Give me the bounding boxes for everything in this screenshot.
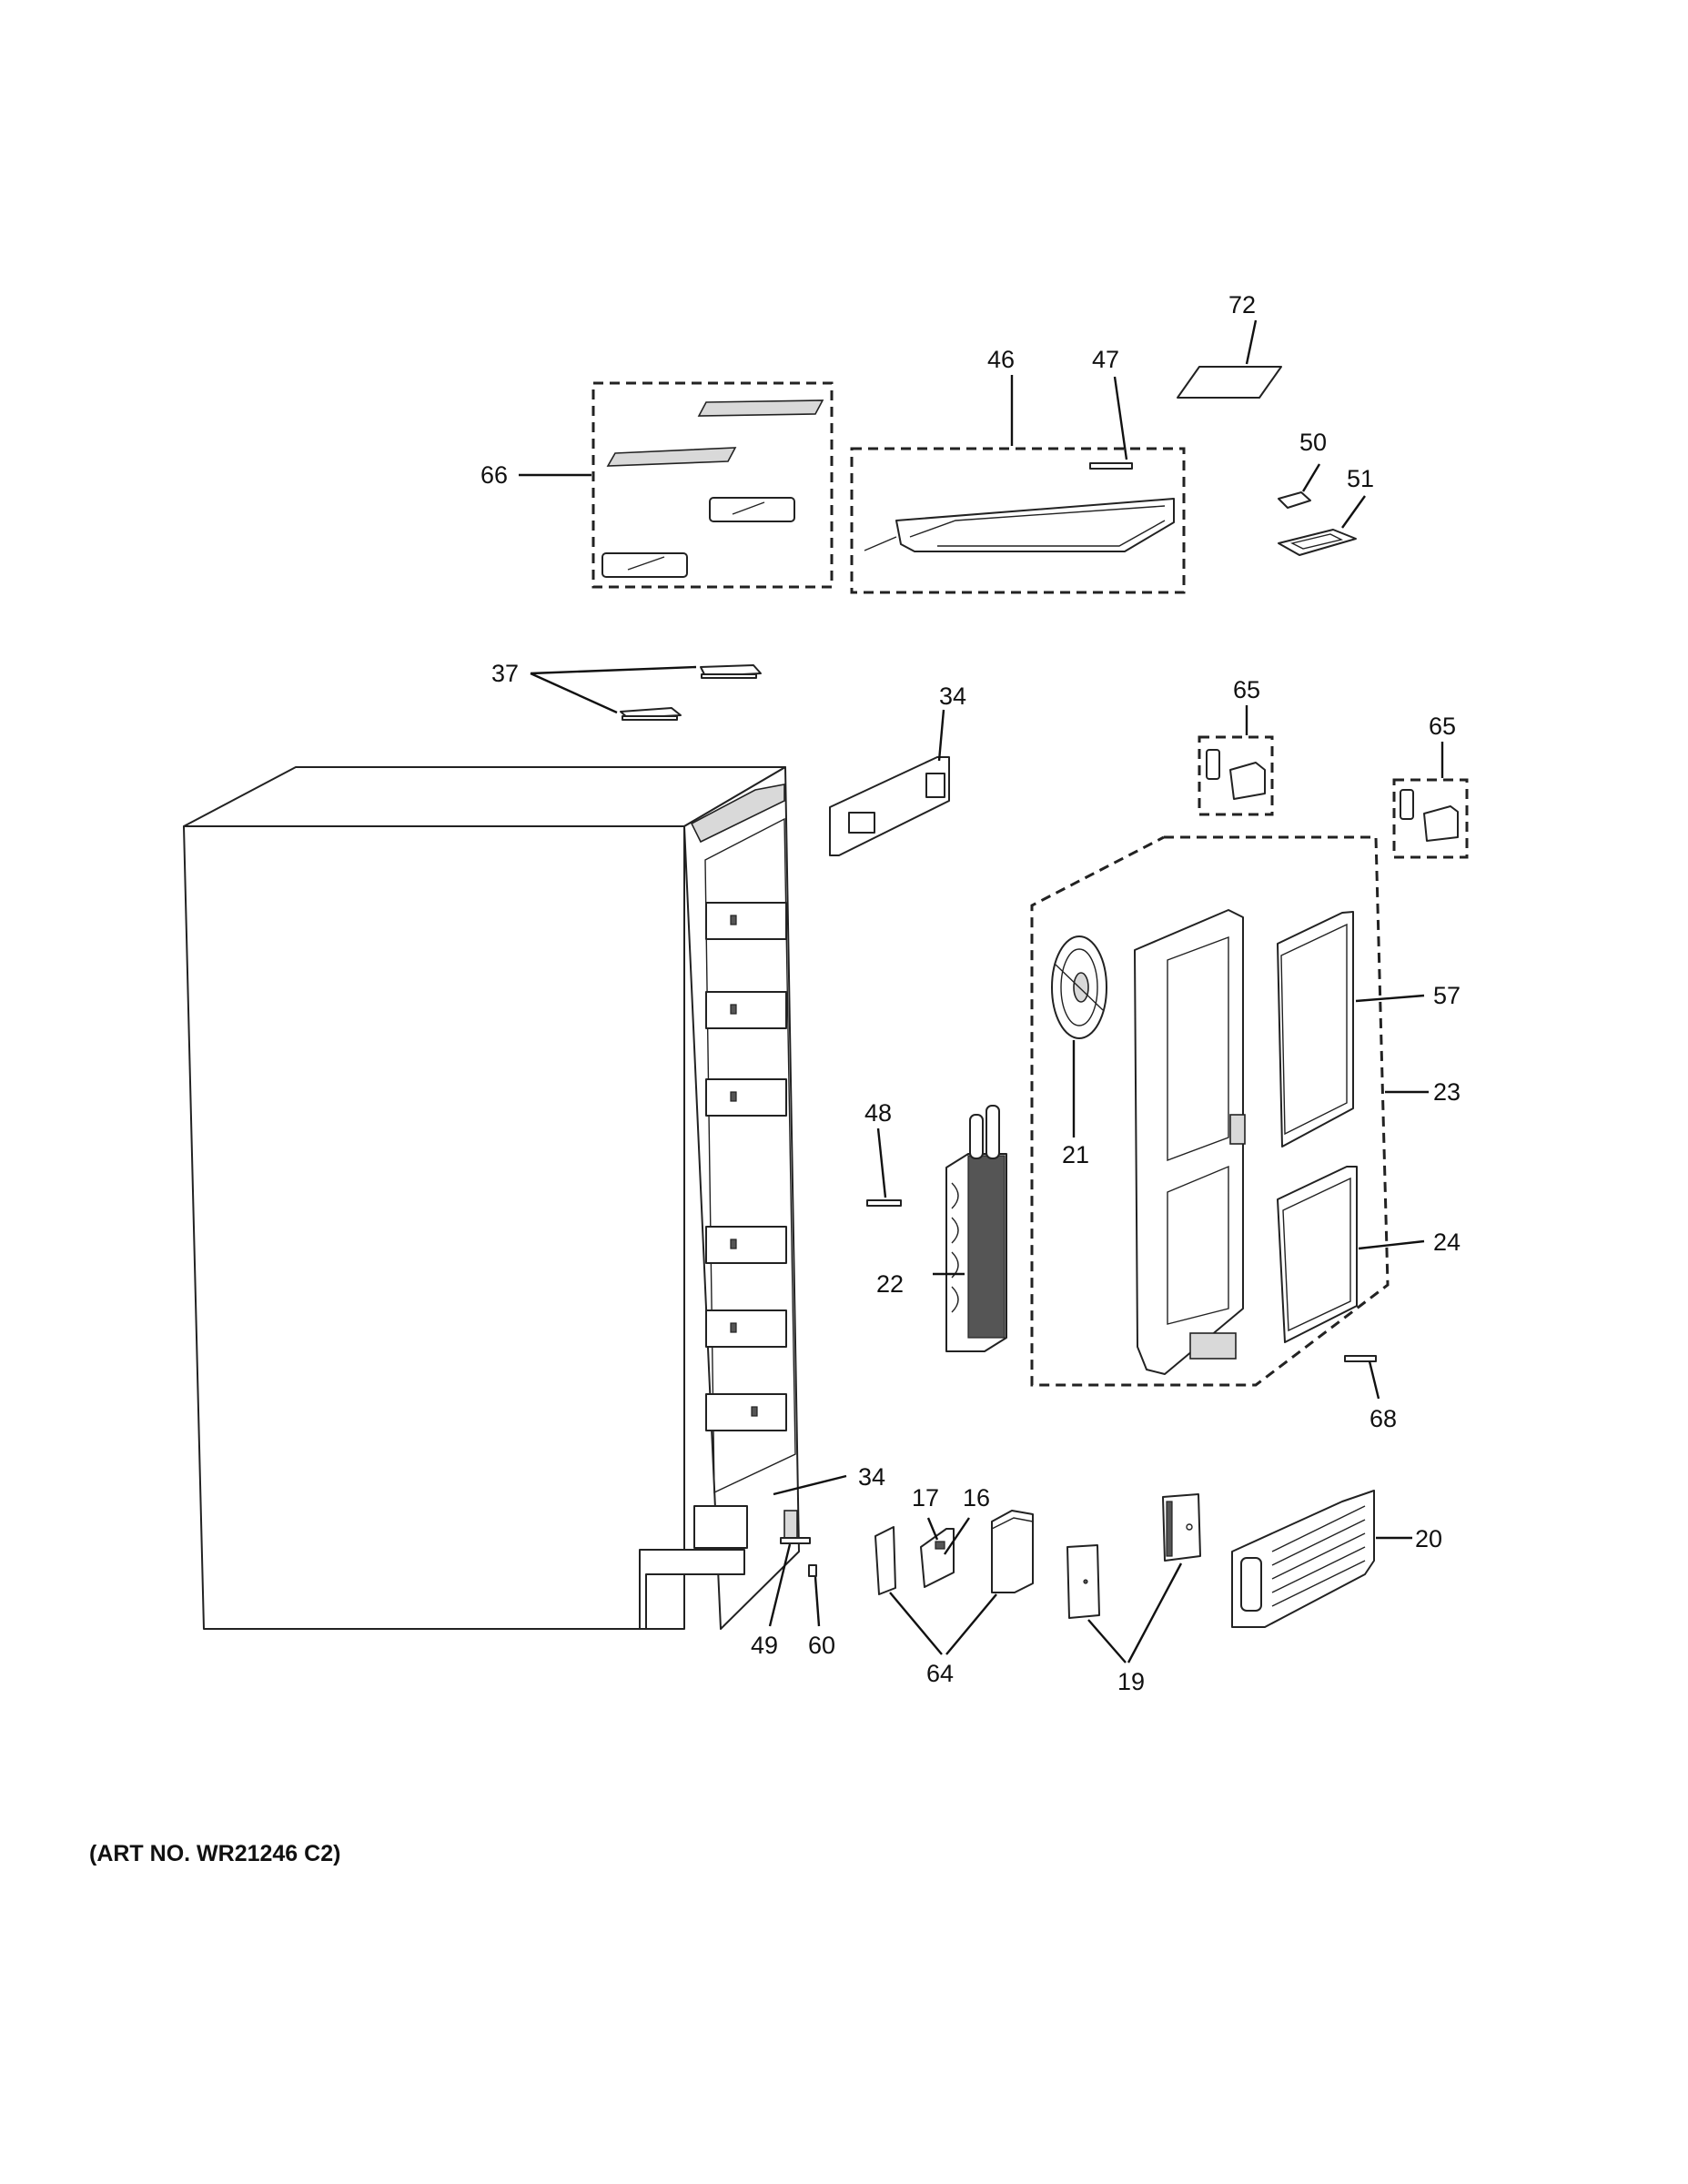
callout-57: 57 [1433,982,1461,1009]
callout-22: 22 [876,1270,904,1298]
art-number: (ART NO. WR21246 C2) [89,1841,340,1866]
part-68-pin [1344,1355,1377,1362]
part-64-housing-right [991,1510,1034,1593]
part-34-top-hinge [829,756,950,856]
callout-16: 16 [963,1484,990,1512]
callout-50: 50 [1299,429,1327,456]
callout-17: 17 [912,1484,939,1512]
callout-20: 20 [1415,1525,1442,1552]
part-20-grille [1231,1490,1375,1628]
part-66-bracket-kit [591,381,834,589]
part-72-label-sheet [1177,366,1282,399]
part-16-17-controller [920,1528,955,1588]
callout-21: 21 [1062,1141,1089,1168]
part-24-panel [1277,1166,1358,1343]
callout-34-bottom: 34 [858,1463,885,1491]
part-51-holder [1278,529,1357,556]
callout-64: 64 [926,1660,954,1687]
callout-51: 51 [1347,465,1374,492]
part-60-screw [808,1564,817,1577]
part-64-bracket-left [874,1526,896,1595]
callout-65-right: 65 [1429,713,1456,740]
part-19-cover-right [1162,1493,1201,1562]
part-37-hinge-caps [620,664,762,721]
callout-49: 49 [751,1632,778,1659]
part-65-clip-kit-right [1392,778,1469,859]
callout-60: 60 [808,1632,835,1659]
callout-47: 47 [1092,346,1119,373]
callout-19: 19 [1117,1668,1145,1695]
part-19-cover-left [1066,1544,1100,1619]
callout-34-top: 34 [939,682,966,710]
callout-66: 66 [480,461,508,489]
part-65-clip-kit-left [1198,735,1274,816]
callout-37: 37 [491,660,519,687]
callout-65-left: 65 [1233,676,1260,703]
part-57-panel [1277,911,1354,1148]
evaporator-cover-panel [1134,909,1246,1375]
part-22-evaporator [945,1105,1007,1352]
callout-46: 46 [987,346,1015,373]
part-50-clip [1278,491,1311,509]
callout-23: 23 [1433,1078,1461,1106]
callout-24: 24 [1433,1228,1461,1256]
part-48-pin [866,1199,902,1207]
part-46-top-cover-assembly [850,447,1186,594]
callout-72: 72 [1228,291,1256,318]
part-49-pin [780,1537,811,1544]
part-21-fan [1051,935,1107,1039]
callout-68: 68 [1370,1405,1397,1432]
part-47-pin [1089,462,1133,470]
callout-48: 48 [864,1099,892,1127]
main-cabinet [183,766,800,1630]
callout-labels: 72 46 47 66 50 51 37 34 65 65 57 23 21 4… [480,291,1461,1695]
